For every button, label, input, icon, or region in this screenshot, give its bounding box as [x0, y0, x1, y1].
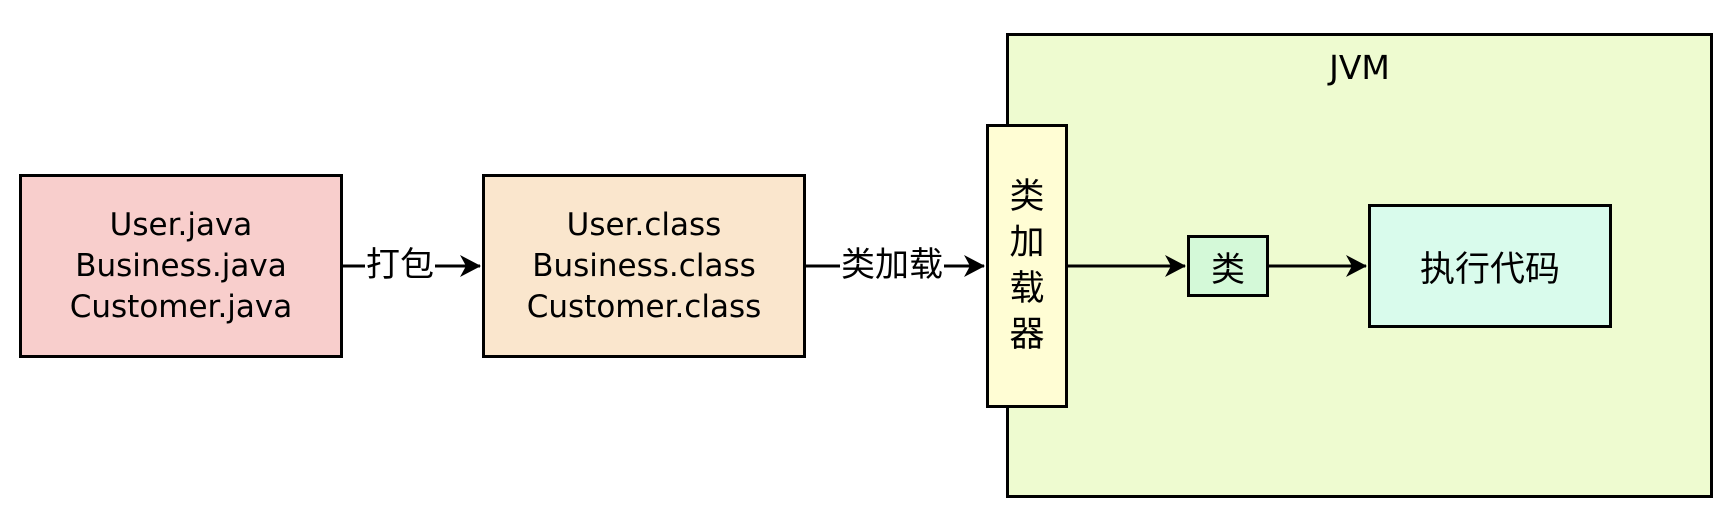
- execute-code-node: 执行代码: [1368, 204, 1612, 328]
- source-file-customer: Customer.java: [69, 288, 293, 325]
- execute-code-label: 执行代码: [1419, 249, 1560, 290]
- class-loader-node: 类 加 载 器: [986, 124, 1068, 408]
- class-file-customer: Customer.class: [526, 288, 762, 325]
- edge-label-class-loading: 类加载: [840, 245, 944, 285]
- class-file-user: User.class: [566, 206, 722, 243]
- edge-load-arrowhead: [964, 255, 985, 277]
- class-loader-char-1: 类: [1009, 177, 1045, 217]
- class-file-business: Business.class: [532, 247, 756, 284]
- jvm-label: JVM: [1329, 48, 1390, 87]
- class-files-node: User.class Business.class Customer.class: [482, 174, 806, 358]
- class-loader-char-3: 载: [1009, 269, 1045, 309]
- class-node: 类: [1187, 235, 1269, 297]
- class-node-label: 类: [1211, 249, 1245, 290]
- class-loader-char-4: 器: [1009, 315, 1045, 355]
- class-loader-char-2: 加: [1009, 223, 1045, 263]
- edge-label-package: 打包: [365, 245, 435, 285]
- source-file-user: User.java: [109, 206, 253, 243]
- source-file-business: Business.java: [75, 247, 287, 284]
- edge-loader-to-class-arrowhead: [1165, 255, 1186, 277]
- edge-class-to-exec-arrowhead: [1346, 255, 1367, 277]
- source-files-node: User.java Business.java Customer.java: [19, 174, 343, 358]
- edge-package-arrowhead: [460, 255, 481, 277]
